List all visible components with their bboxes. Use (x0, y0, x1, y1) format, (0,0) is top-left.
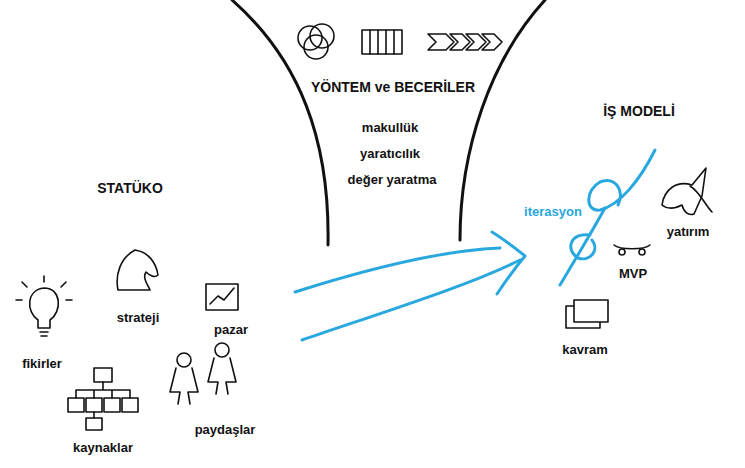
section-heading: İŞ MODELİ (603, 104, 675, 119)
icon-label: MVP (619, 267, 647, 281)
unicorn-icon (662, 168, 712, 215)
chart-icon (206, 284, 238, 310)
icon-label: strateji (117, 311, 160, 325)
board-icon (362, 30, 402, 54)
arrow-stroke (302, 260, 520, 340)
venn-icon (298, 24, 334, 59)
chevrons-icon (428, 34, 502, 50)
people-icon (170, 343, 236, 404)
papers-icon (566, 300, 608, 328)
funnel-left-arc (232, 0, 328, 245)
skill-label: değer yaratma (348, 173, 437, 187)
arrow-head (492, 232, 525, 294)
iteration-label: iterasyon (524, 205, 582, 219)
skateboard-icon (614, 245, 650, 255)
arrow-stroke (295, 248, 500, 292)
section-heading: YÖNTEM ve BECERİLER (311, 80, 475, 95)
icon-label: yatırım (667, 225, 710, 239)
icon-label: pazar (214, 323, 248, 337)
icon-label: fikirler (22, 357, 62, 371)
lightbulb-icon (16, 276, 72, 336)
icon-label: kaynaklar (73, 441, 133, 455)
icon-label: kavram (562, 343, 608, 357)
section-heading: STATÜKO (97, 181, 163, 196)
icon-label: paydaşlar (195, 423, 256, 437)
org-chart-icon (68, 368, 138, 430)
skill-label: makullük (362, 121, 418, 135)
skill-label: yaratıcılık (360, 147, 420, 161)
knight-icon (117, 250, 158, 290)
